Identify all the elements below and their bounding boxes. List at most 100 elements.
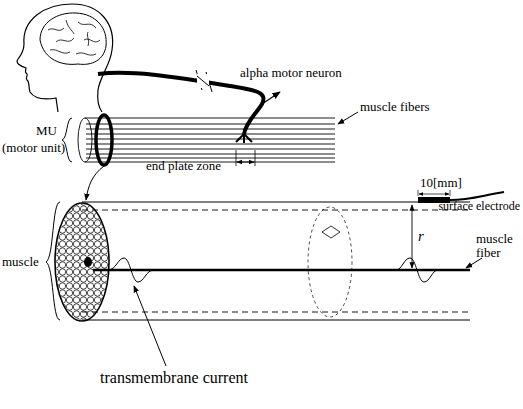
muscle-cell bbox=[108, 318, 114, 324]
muscle-cell bbox=[66, 290, 72, 296]
muscle-cell bbox=[87, 304, 93, 310]
muscle-cell bbox=[94, 220, 100, 226]
part-label: muscle fiber bbox=[476, 232, 520, 261]
muscle-cell bbox=[108, 206, 114, 212]
muscle-cell bbox=[87, 269, 93, 275]
dimension-label: 10[mm] bbox=[420, 176, 462, 190]
muscle-cell bbox=[94, 199, 100, 205]
muscle-cell bbox=[80, 248, 86, 254]
muscle-cell bbox=[80, 220, 86, 226]
muscle-cell bbox=[66, 255, 72, 261]
muscle-cell bbox=[87, 290, 93, 296]
muscle-cell bbox=[59, 262, 65, 268]
muscle-cell bbox=[73, 276, 79, 282]
part-label: muscle bbox=[2, 255, 39, 269]
muscle-cell bbox=[66, 297, 72, 303]
muscle-cell bbox=[59, 206, 65, 212]
muscle-cell bbox=[80, 227, 86, 233]
zone-label: end plate zone bbox=[146, 159, 221, 173]
muscle-cell bbox=[80, 213, 86, 219]
muscle-cell bbox=[80, 297, 86, 303]
muscle-cell bbox=[108, 220, 114, 226]
muscle-cell bbox=[87, 248, 93, 254]
radius-label: r bbox=[418, 228, 424, 245]
muscle-cell bbox=[108, 297, 114, 303]
muscle-cell bbox=[101, 248, 107, 254]
part-label: muscle fibers bbox=[360, 100, 430, 114]
muscle-cell bbox=[66, 304, 72, 310]
muscle-cell bbox=[73, 206, 79, 212]
muscle-cell bbox=[101, 199, 107, 205]
muscle-cell bbox=[66, 262, 72, 268]
motor-unit-bundle bbox=[62, 112, 358, 200]
muscle-cell bbox=[73, 248, 79, 254]
muscle-cell bbox=[73, 220, 79, 226]
muscle-cell bbox=[108, 213, 114, 219]
muscle-cell bbox=[73, 304, 79, 310]
muscle-cell bbox=[108, 234, 114, 240]
muscle-cell bbox=[94, 262, 100, 268]
muscle-cell bbox=[101, 262, 107, 268]
muscle-cell bbox=[73, 241, 79, 247]
muscle-cell bbox=[73, 213, 79, 219]
muscle-cell bbox=[108, 283, 114, 289]
muscle-cell bbox=[66, 241, 72, 247]
muscle-cell bbox=[80, 206, 86, 212]
muscle-cell bbox=[94, 318, 100, 324]
muscle-cell bbox=[87, 297, 93, 303]
muscle-cell bbox=[101, 318, 107, 324]
muscle-cell bbox=[94, 241, 100, 247]
muscle-cell bbox=[94, 283, 100, 289]
muscle-cell bbox=[108, 311, 114, 317]
muscle-cell bbox=[59, 318, 65, 324]
muscle-cell bbox=[101, 206, 107, 212]
muscle-cell bbox=[59, 234, 65, 240]
muscle-cell bbox=[87, 213, 93, 219]
head-silhouette bbox=[17, 4, 113, 112]
muscle-cell bbox=[101, 276, 107, 282]
muscle-cell bbox=[66, 269, 72, 275]
muscle-cell bbox=[108, 199, 114, 205]
muscle-cell bbox=[73, 227, 79, 233]
muscle-cylinder bbox=[46, 190, 504, 366]
muscle-cell bbox=[101, 213, 107, 219]
muscle-cell bbox=[73, 297, 79, 303]
muscle-cell bbox=[108, 241, 114, 247]
muscle-cell bbox=[66, 199, 72, 205]
muscle-cell bbox=[94, 234, 100, 240]
muscle-cell bbox=[108, 227, 114, 233]
muscle-cell bbox=[59, 283, 65, 289]
muscle-cell bbox=[87, 227, 93, 233]
muscle-cell bbox=[66, 248, 72, 254]
muscle-cell bbox=[80, 241, 86, 247]
muscle-cell bbox=[59, 269, 65, 275]
muscle-cell bbox=[108, 290, 114, 296]
current-label: transmembrane current bbox=[100, 369, 248, 387]
muscle-cell bbox=[87, 234, 93, 240]
muscle-cell bbox=[66, 276, 72, 282]
muscle-cell bbox=[73, 290, 79, 296]
muscle-cell bbox=[73, 269, 79, 275]
muscle-cell bbox=[87, 276, 93, 282]
part-label: (motor unit) bbox=[2, 141, 65, 155]
muscle-cell bbox=[66, 283, 72, 289]
muscle-cell bbox=[66, 234, 72, 240]
muscle-cell bbox=[94, 255, 100, 261]
muscle-cell bbox=[59, 255, 65, 261]
muscle-cell bbox=[94, 248, 100, 254]
muscle-cell bbox=[94, 290, 100, 296]
muscle-cell bbox=[80, 234, 86, 240]
muscle-cell bbox=[87, 283, 93, 289]
abbreviation-label: MU bbox=[36, 124, 57, 138]
muscle-cell bbox=[101, 255, 107, 261]
muscle-cell bbox=[59, 276, 65, 282]
neuron-label: alpha motor neuron bbox=[240, 66, 342, 80]
muscle-cell bbox=[80, 276, 86, 282]
muscle-cell bbox=[59, 248, 65, 254]
muscle-cell bbox=[66, 318, 72, 324]
muscle-cell bbox=[73, 262, 79, 268]
muscle-cell bbox=[94, 276, 100, 282]
muscle-cell bbox=[108, 304, 114, 310]
muscle-cell bbox=[94, 297, 100, 303]
